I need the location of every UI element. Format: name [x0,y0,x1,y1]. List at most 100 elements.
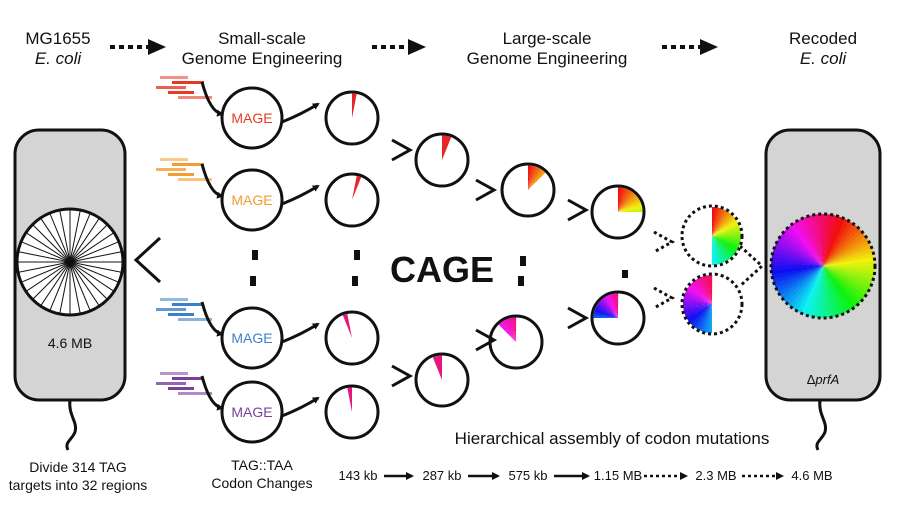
mutation-wedge [823,266,845,315]
oligo-bar [156,86,186,89]
genome-circle [590,290,646,346]
mutation-wedge [702,275,712,304]
mage-label: MAGE [231,404,272,420]
genome-circle [324,90,380,146]
mutation-wedge [823,266,837,318]
mutation-wedge [712,236,735,257]
mutation-wedge [686,304,712,321]
oligo-bar [178,178,212,181]
region-spoke [59,261,71,315]
mutation-wedge [712,223,740,236]
mutation-wedge [823,266,849,314]
mutation-wedge [709,274,713,304]
mutation-wedge [686,287,712,304]
mutation-wedge [801,217,823,266]
header-large-line1: Large-scale [503,29,592,48]
mutation-wedge [683,304,712,310]
oligo-bar [168,91,194,94]
oligo-bar [160,372,188,375]
mutation-wedge [528,168,542,190]
mutation-wedge [618,199,641,212]
region-spoke [69,261,100,307]
mutation-wedge [822,266,828,319]
mutation-wedge [793,220,823,266]
mutation-wedge [342,313,352,338]
mutation-wedge [712,236,741,247]
mage-output-arrow [281,184,320,206]
mutation-wedge [712,228,741,236]
mutation-wedge [786,225,823,266]
region-spoke [40,217,71,263]
mage-label: MAGE [231,110,272,126]
mutation-wedge [699,304,712,332]
merged-half-circle [680,204,744,268]
scale-label: 143 kb [338,468,377,483]
mutation-wedge [712,236,722,265]
mutation-wedge [689,283,712,304]
mutation-wedge [528,171,546,190]
mutation-wedge [697,277,712,304]
mutation-wedge [691,304,712,327]
mutation-wedge [712,236,740,249]
mage-output-arrow [281,322,320,344]
mutation-wedge [823,261,876,267]
mutation-wedge [780,266,823,300]
mutation-wedge [823,266,871,293]
scale-label: 287 kb [422,468,461,483]
mutation-wedge [693,280,712,304]
mutation-wedge [823,266,860,307]
mutation-wedge [528,167,539,190]
genome-circle [324,172,380,228]
mutation-wedge [772,247,823,266]
mutation-wedge [528,169,544,190]
region-spoke [69,261,108,300]
mutation-wedge [783,228,823,266]
mutation-wedge [528,168,541,190]
region-spoke [69,241,120,263]
mutation-wedge [699,276,712,304]
oligo-bar [178,96,212,99]
oligo-groups [156,76,212,395]
mutation-wedge [599,300,618,318]
header-start-line2: E. coli [35,49,83,68]
region-spoke [20,261,71,283]
mage-output-arrow [281,102,320,124]
header-arrow-1 [110,39,166,55]
region-spoke [69,261,91,312]
mutation-wedge [688,285,712,304]
mutation-wedge [507,318,516,342]
mutation-wedge [777,235,823,266]
region-spoke [25,232,71,263]
mutation-wedge [528,169,543,190]
mutation-wedge [596,303,618,318]
genome-circle [590,184,646,240]
region-spoke [49,261,71,312]
mutation-wedge [684,291,712,304]
mutation-wedge [618,190,633,212]
mutation-wedge [682,303,712,307]
region-spoke [17,261,71,273]
mutation-wedge [695,278,712,304]
mutation-wedge [823,266,869,297]
mutation-wedge [618,197,640,212]
mutation-wedge [712,236,738,253]
region-spoke [40,261,71,307]
oligo-input-arrow [200,301,224,337]
mutation-wedge [615,293,619,318]
mutation-wedge [789,266,823,309]
mutation-wedge [813,214,823,266]
mutation-wedge [800,266,823,315]
mutation-wedge [712,215,735,236]
region-spoke [20,241,71,263]
mutation-wedge [712,236,725,264]
mutation-wedge [780,232,823,266]
mutation-wedge [701,304,712,333]
branch-chevron [133,236,162,284]
mutation-wedge [789,223,823,266]
mutation-wedge [618,209,643,213]
mutation-wedge [712,236,733,259]
mutation-wedge [818,213,824,266]
mutation-wedge [792,266,823,312]
mutation-wedge [823,266,853,312]
